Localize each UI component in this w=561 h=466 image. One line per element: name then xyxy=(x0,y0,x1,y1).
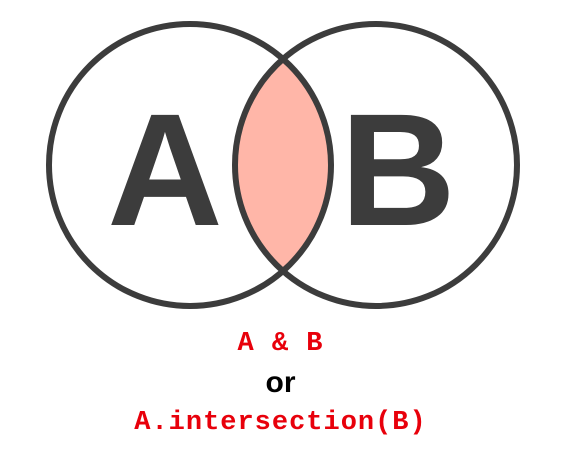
set-a-label: A xyxy=(107,80,223,259)
set-b-circle xyxy=(232,21,520,309)
set-b-label: B xyxy=(340,80,456,259)
set-a-circle xyxy=(46,21,334,309)
connector-text: or xyxy=(265,366,296,399)
venn-diagram: A B xyxy=(46,21,520,309)
operator-expression: A & B xyxy=(237,329,324,359)
method-expression: A.intersection(B) xyxy=(134,408,427,438)
intersection-region xyxy=(235,24,331,306)
